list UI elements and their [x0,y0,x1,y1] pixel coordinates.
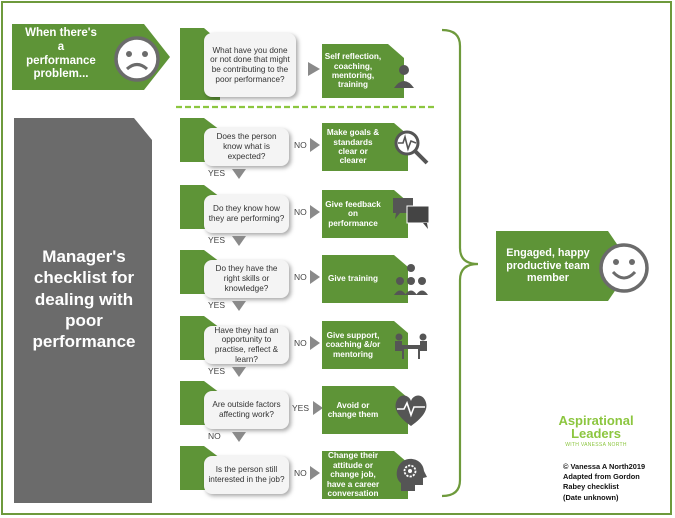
problem-title-line: performance [26,54,96,67]
action-shape [322,123,408,171]
question-box: Do they know how they are performing? [204,195,289,233]
problem-title-line: problem... [33,68,89,81]
arrow-right-icon [310,336,320,350]
training-group-icon [394,264,428,295]
arrow-down-icon [232,367,246,377]
action-box: Give feedback on performance [322,190,382,238]
next-label: YES [208,168,226,178]
checklist-title-line: performance [32,332,136,351]
problem-title: When there's a performance problem... [12,27,110,82]
person-lightbulb-icon [394,50,426,88]
magnifier-heartbeat-icon [394,130,429,165]
action-box: Avoid or change them [322,386,382,434]
action-shape [322,255,408,303]
credit: © Vanessa A North2019 Adapted from Gordo… [563,462,663,503]
question-box: Do they have the right skills or knowled… [204,260,289,298]
action-box: Change their attitude or change job, hav… [322,451,382,499]
brand-line2: Leaders [571,426,621,441]
action-box: Make goals & standards clear or clearer [322,123,382,171]
action-shape [322,386,408,434]
checklist-title-line: checklist for [33,268,135,288]
credit-line: Adapted from Gordon [563,472,640,482]
question-text: Do they know how they are performing? [208,204,285,223]
arrow-right-icon [310,466,320,480]
action-text: Give support, coaching &/or mentoring [325,330,381,359]
heart-pulse-icon [395,395,427,426]
checklist-title-line: Manager's [42,247,126,266]
sad-face-icon [114,36,160,82]
action-box: Give training [322,255,382,303]
credit-line: (Date unknown) [563,492,619,502]
meeting-table-icon [395,333,427,359]
next-label: YES [208,235,226,245]
head-gears-icon [396,458,427,491]
question-box: Does the person know what is expected? [204,128,289,166]
branch-label: NO [294,338,307,348]
action-text: Give training [327,274,379,284]
brand-tagline: WITH VANESSA NORTH [565,441,627,448]
credit-line: © Vanessa A North2019 [563,462,646,471]
arrow-right-icon [310,138,320,152]
action-box: Give support, coaching &/or mentoring [322,321,382,369]
outcome-banner [496,231,632,301]
outcome-label: Engaged, happy productive team member [498,236,598,296]
bracket [441,28,479,498]
action-shape [322,190,408,238]
checklist-title-line: poor [65,310,103,330]
arrow-right-icon [308,62,320,76]
branch-label: YES [292,403,310,413]
question-text: Does the person know what is expected? [216,132,277,161]
next-label: NO [208,431,221,441]
credit-line: Rabey checklist [563,482,619,492]
checklist-title-line: dealing with [34,289,134,309]
problem-title-line: a [57,40,65,53]
checklist-panel [14,118,152,503]
arrow-down-icon [232,169,246,179]
action-shape [322,321,408,369]
checklist-title: Manager's checklist for dealing with poo… [22,246,146,352]
speech-bubbles-icon [393,198,430,229]
question-box: Is the person still interested in the jo… [204,456,289,494]
dashed-divider [176,105,434,109]
first-question-text: What have you done or not done that migh… [210,45,290,84]
action-text: Make goals & standards clear or clearer [326,128,380,166]
question-text: Have they had an opportunity to practise… [214,325,279,364]
problem-title-line: When there's [25,27,97,39]
next-label: YES [208,366,226,376]
first-question-box: What have you done or not done that migh… [204,33,296,97]
brand-logo: Aspirational Leaders WITH VANESSA NORTH [556,414,636,448]
arrow-right-icon [313,401,323,415]
action-text: Give feedback on performance [325,199,381,228]
action-text: Change their attitude or change job, hav… [326,451,380,499]
arrow-right-icon [310,205,320,219]
next-label: YES [208,300,226,310]
action-text: Avoid or change them [327,400,379,419]
happy-face-icon [599,243,649,293]
question-text: Is the person still interested in the jo… [208,465,285,484]
outcome-text: Engaged, happy productive team member [506,246,590,285]
arrow-down-icon [232,236,246,246]
branch-label: NO [294,272,307,282]
brand-line1: Aspirational [558,413,634,428]
question-box: Are outside factors affecting work? [204,391,289,429]
question-text: Are outside factors affecting work? [212,400,281,419]
branch-label: NO [294,140,307,150]
question-text: Do they have the right skills or knowled… [215,264,278,293]
question-box: Have they had an opportunity to practise… [204,326,289,364]
arrow-down-icon [232,301,246,311]
first-action-box: Self reflection, coaching, mentoring, tr… [322,44,382,98]
first-action-shape [322,44,404,98]
arrow-down-icon [232,432,246,442]
action-shape [322,451,408,499]
first-action-text: Self reflection, coaching, mentoring, tr… [324,52,382,90]
branch-label: NO [294,468,307,478]
arrow-right-icon [310,270,320,284]
branch-label: NO [294,207,307,217]
